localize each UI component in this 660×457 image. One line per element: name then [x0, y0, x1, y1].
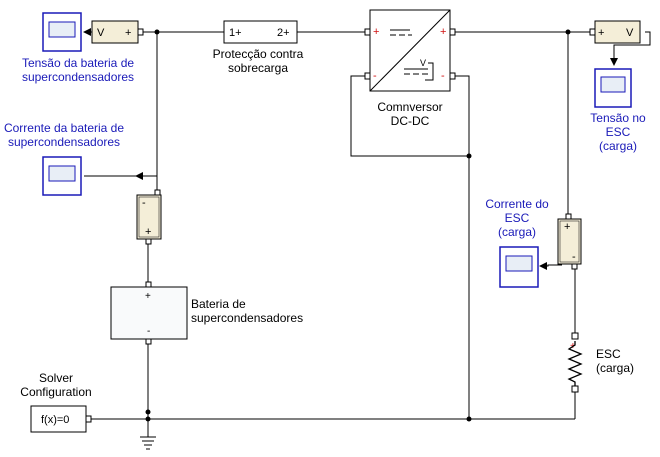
junction-ground-2	[145, 416, 151, 422]
junction-top-left	[154, 29, 160, 35]
ground-symbol	[140, 425, 156, 450]
scope-current-esc-label: Corrente do ESC (carga)	[485, 197, 549, 239]
isense-right-top-port: +	[564, 221, 570, 233]
solver-label: Solver Configuration	[20, 371, 92, 399]
isense-left-top-port: -	[142, 197, 146, 209]
battery-label: Bateria de supercondensadores	[191, 297, 304, 325]
solver-configuration-block[interactable]: f(x)=0	[30, 405, 92, 433]
voltage-sensor-right[interactable]: + V	[589, 20, 641, 44]
scope-voltage-battery[interactable]	[42, 12, 82, 52]
solver-text: f(x)=0	[41, 414, 69, 426]
converter-minus-left: -	[373, 70, 377, 82]
protection-port-in: 1+	[229, 27, 242, 39]
wire-converter-minus-loop	[350, 75, 469, 157]
current-sensor-left[interactable]: - +	[136, 189, 162, 245]
battery-plus: +	[145, 291, 151, 302]
scope-voltage-esc-label: Tensão no ESC (carga)	[590, 111, 646, 153]
esc-load-resistor[interactable]: +	[567, 332, 583, 393]
converter-label: Comnversor DC-DC	[377, 100, 443, 128]
scope-voltage-esc[interactable]	[594, 68, 632, 108]
vsense-left-port-v: V	[97, 27, 105, 39]
wire-converter-right-minus	[455, 75, 470, 419]
junction-top-right	[565, 29, 571, 35]
junction-converter-minus	[466, 153, 472, 159]
isense-right-bottom-port: -	[572, 251, 576, 263]
battery-minus: -	[147, 326, 150, 337]
current-sensor-right[interactable]: + -	[557, 213, 582, 270]
junction-ground-1	[145, 409, 151, 415]
vsense-right-port-plus: +	[598, 27, 604, 39]
converter-plus-left: +	[373, 26, 379, 38]
isense-left-bottom-port: +	[145, 226, 151, 238]
overload-protection-block[interactable]: 1+ 2+	[223, 20, 298, 44]
protection-port-out: 2+	[277, 27, 290, 39]
junction-rail-mid	[466, 416, 472, 422]
dcdc-converter-block[interactable]: V + + - -	[364, 9, 456, 92]
vsense-right-port-v: V	[626, 27, 634, 39]
scope-current-esc[interactable]	[499, 246, 539, 288]
converter-v-symbol: V	[420, 58, 426, 68]
wire-isense-right-to-scope	[539, 262, 562, 270]
voltage-sensor-left[interactable]: V +	[91, 20, 144, 44]
converter-minus-right: -	[441, 70, 445, 82]
wire-vsense-right-to-scope	[610, 31, 651, 66]
protection-label: Protecção contra sobrecarga	[212, 47, 304, 75]
scope-current-battery-label: Corrente da bateria de supercondensadore…	[3, 121, 125, 149]
junctions	[145, 29, 571, 422]
scope-current-battery[interactable]	[42, 156, 82, 196]
wire-isense-left-to-scope	[135, 172, 158, 190]
wires	[83, 28, 651, 425]
vsense-left-port-plus: +	[125, 27, 131, 39]
supercap-battery-block[interactable]: + -	[110, 281, 188, 345]
scope-voltage-battery-label: Tensão da bateria de supercondensadores	[21, 56, 135, 84]
esc-label: ESC (carga)	[596, 347, 635, 375]
converter-plus-right: +	[440, 26, 446, 38]
